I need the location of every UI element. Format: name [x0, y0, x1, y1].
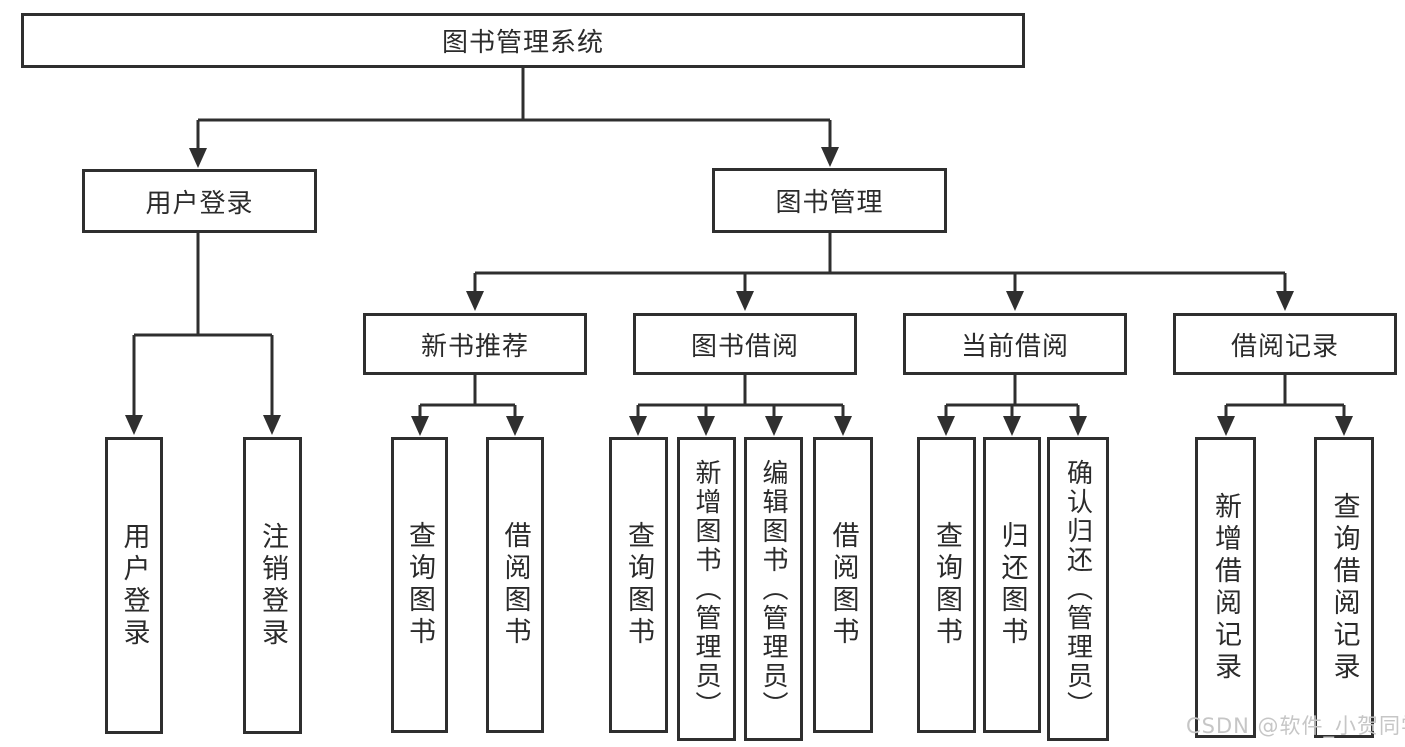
connector-book-mgmt: [473, 233, 1287, 294]
arrowhead: [466, 291, 484, 311]
leaf-borrow-books-label: 借阅图书: [827, 521, 859, 649]
connector-user-login: [132, 233, 274, 418]
connector-root: [196, 68, 832, 152]
leaf-add-borrow-record-label: 新增借阅记录: [1210, 491, 1241, 684]
leaf-query-borrow-record: 查询借阅记录: [1314, 437, 1374, 738]
arrowhead: [834, 416, 852, 436]
leaf-return-books: 归还图书: [983, 437, 1041, 733]
leaf-query-books-newrec-label: 查询图书: [404, 521, 435, 649]
leaf-confirm-return-admin-label: 确认归还（管理员）: [1062, 458, 1093, 720]
leaf-query-borrow-record-label: 查询借阅记录: [1328, 491, 1360, 684]
arrowhead: [1006, 291, 1024, 311]
node-new-books-label: 新书推荐: [420, 331, 529, 362]
leaf-edit-books-admin-label: 编辑图书（管理员）: [758, 458, 788, 720]
arrowhead: [697, 416, 715, 436]
leaf-logout-label: 注销登录: [257, 521, 288, 650]
arrowhead: [821, 147, 839, 167]
connector-book-borrow: [636, 375, 845, 419]
leaf-add-books-admin-label: 新增图书（管理员）: [691, 458, 721, 720]
arrowhead: [1003, 416, 1021, 436]
arrowhead: [506, 416, 524, 436]
arrowhead: [1217, 416, 1235, 436]
leaf-user-login-label: 用户登录: [118, 521, 150, 650]
arrowhead: [736, 291, 754, 311]
connector-new-books: [418, 375, 517, 419]
leaf-query-books-current: 查询图书: [917, 437, 976, 733]
node-root: 图书管理系统: [21, 13, 1025, 68]
leaf-edit-books-admin: 编辑图书（管理员）: [744, 437, 803, 741]
node-root-label: 图书管理系统: [441, 28, 604, 58]
leaf-query-books-borrow: 查询图书: [609, 437, 668, 733]
arrowhead: [1276, 291, 1294, 311]
leaf-query-books-current-label: 查询图书: [931, 521, 962, 649]
leaf-confirm-return-admin: 确认归还（管理员）: [1047, 437, 1109, 741]
arrowhead: [1335, 416, 1353, 436]
node-current-borrow-label: 当前借阅: [960, 331, 1069, 362]
leaf-borrow-books: 借阅图书: [813, 437, 873, 733]
connector-borrow-records: [1224, 375, 1346, 419]
node-book-mgmt-label: 图书管理: [775, 188, 884, 218]
leaf-user-login: 用户登录: [105, 437, 163, 734]
arrowhead: [629, 416, 647, 436]
node-new-books: 新书推荐: [363, 313, 587, 375]
connector-current-borrow: [944, 375, 1080, 419]
arrowhead: [189, 148, 207, 168]
node-borrow-records-label: 借阅记录: [1230, 331, 1339, 362]
arrowhead: [125, 415, 143, 435]
node-book-borrow: 图书借阅: [633, 313, 857, 375]
node-user-login-label: 用户登录: [145, 188, 254, 219]
arrowhead: [263, 415, 281, 435]
leaf-borrow-books-newrec: 借阅图书: [486, 437, 544, 733]
watermark-text: CSDN @软件_小贺同学: [1186, 714, 1405, 738]
node-current-borrow: 当前借阅: [903, 313, 1127, 375]
leaf-add-borrow-record: 新增借阅记录: [1195, 437, 1256, 738]
arrowhead: [937, 416, 955, 436]
node-book-mgmt: 图书管理: [712, 168, 947, 233]
arrowhead: [1069, 416, 1087, 436]
leaf-query-books-newrec: 查询图书: [391, 437, 448, 733]
arrowhead: [765, 416, 783, 436]
leaf-add-books-admin: 新增图书（管理员）: [677, 437, 736, 741]
leaf-return-books-label: 归还图书: [996, 521, 1028, 649]
node-borrow-records: 借阅记录: [1173, 313, 1397, 375]
node-user-login: 用户登录: [82, 169, 317, 233]
leaf-borrow-books-newrec-label: 借阅图书: [499, 521, 531, 649]
node-book-borrow-label: 图书借阅: [690, 331, 799, 362]
leaf-logout: 注销登录: [243, 437, 302, 734]
arrowhead: [411, 416, 429, 436]
leaf-query-books-borrow-label: 查询图书: [623, 521, 654, 649]
